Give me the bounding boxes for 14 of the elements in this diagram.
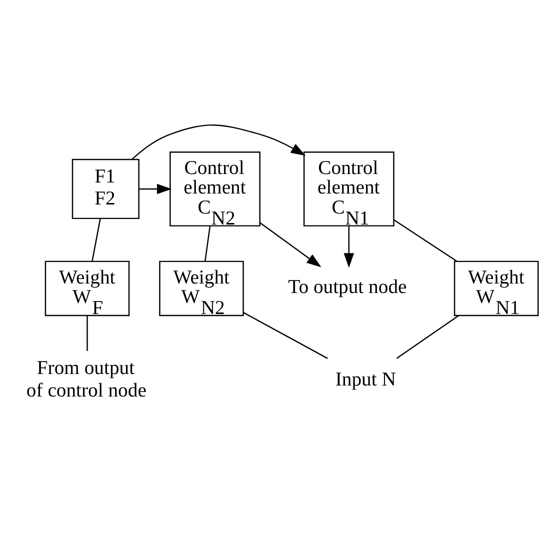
connector [92,218,101,262]
connector [396,315,459,359]
node-text: Input N [335,368,396,390]
arrow [132,124,306,160]
node-box: F1 F2 [72,158,140,220]
node-text: To output node [288,276,407,298]
arrow [344,226,354,268]
node-text: From output of control node [26,357,146,402]
arrow [138,184,172,194]
connector [243,312,328,359]
connector [394,219,458,262]
connector [86,316,88,351]
arrow [260,222,322,268]
connector [204,226,211,262]
